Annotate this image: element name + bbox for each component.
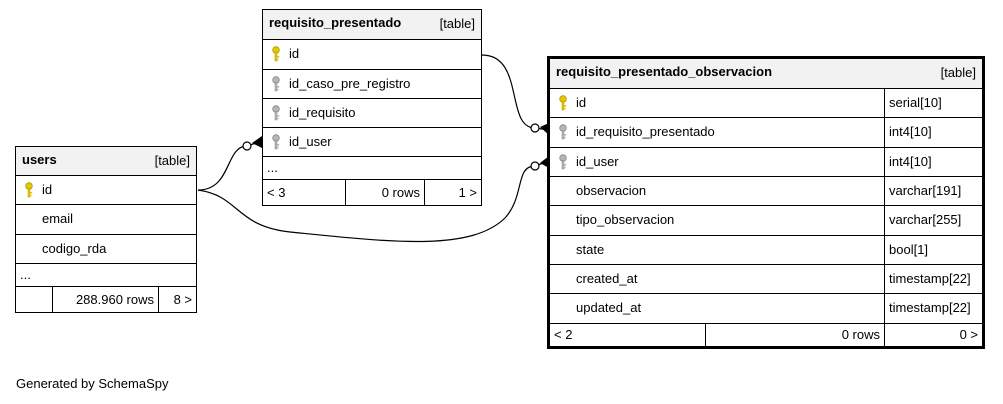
column-type: varchar[255]: [884, 206, 982, 235]
column-type: timestamp[22]: [884, 265, 982, 293]
generated-by-credit: Generated by SchemaSpy: [16, 376, 169, 391]
table-name: requisito_presentado_observacion: [556, 64, 773, 79]
table-requisito-presentado-observacion[interactable]: requisito_presentado_observacion [table]…: [547, 56, 985, 349]
footer-row-count: 0 rows: [345, 180, 424, 205]
relation-users-requisito-presentado: [197, 140, 263, 191]
table-type-tag: [table]: [154, 153, 190, 168]
column-row[interactable]: state bool[1]: [550, 236, 982, 265]
column-type: varchar[191]: [884, 177, 982, 205]
table-footer: < 3 0 rows 1 >: [263, 180, 481, 205]
foreign-key-icon: [272, 105, 280, 121]
column-name: id: [289, 46, 300, 61]
footer-children-link[interactable]: 1 >: [424, 180, 481, 205]
column-row[interactable]: observacion varchar[191]: [550, 177, 982, 206]
column-row[interactable]: id: [263, 40, 481, 70]
footer-children-link[interactable]: 0 >: [884, 324, 982, 346]
foreign-key-icon: [272, 134, 280, 150]
column-type: serial[10]: [884, 89, 982, 117]
table-name: requisito_presentado: [269, 15, 402, 30]
column-row[interactable]: email: [16, 205, 196, 235]
column-row[interactable]: created_at timestamp[22]: [550, 265, 982, 294]
more-columns-ellipsis: ...: [20, 267, 31, 282]
column-name: id_caso_pre_registro: [289, 76, 411, 91]
more-columns-row[interactable]: ...: [16, 264, 196, 287]
primary-key-icon: [272, 46, 280, 62]
relation-requisito-observacion: [481, 54, 550, 131]
column-row[interactable]: updated_at timestamp[22]: [550, 294, 982, 324]
column-name: updated_at: [576, 300, 642, 315]
column-row[interactable]: id_user int4[10]: [550, 148, 982, 177]
table-name: users: [22, 152, 57, 167]
relation-requisito-observacion-crowfoot: [540, 123, 549, 135]
relation-requisito-observacion-optional-end: [530, 123, 540, 133]
primary-key-icon: [25, 182, 33, 198]
footer-parents-link[interactable]: [16, 287, 52, 312]
footer-row-count: 288.960 rows: [52, 287, 158, 312]
column-name: tipo_observacion: [576, 212, 675, 227]
column-row[interactable]: id serial[10]: [550, 89, 982, 118]
column-name: id_requisito: [289, 105, 356, 120]
table-header[interactable]: requisito_presentado_observacion [table]: [550, 59, 982, 89]
column-type: int4[10]: [884, 148, 982, 176]
column-row[interactable]: codigo_rda: [16, 235, 196, 264]
column-row[interactable]: id: [16, 176, 196, 205]
footer-row-count: 0 rows: [705, 324, 884, 346]
column-type: timestamp[22]: [884, 294, 982, 323]
table-footer: 288.960 rows 8 >: [16, 287, 196, 312]
table-requisito-presentado[interactable]: requisito_presentado [table] id id_caso_…: [262, 9, 482, 206]
footer-parents-link[interactable]: < 2: [554, 327, 573, 342]
more-columns-ellipsis: ...: [267, 160, 278, 175]
column-name: observacion: [576, 183, 647, 198]
column-row[interactable]: id_requisito: [263, 99, 481, 128]
table-type-tag: [table]: [439, 16, 475, 31]
column-name: id_requisito_presentado: [576, 124, 715, 139]
relation-users-observacion-crowfoot: [540, 156, 549, 168]
column-name: email: [42, 211, 74, 226]
table-users[interactable]: users [table] id email codigo_rda ... 28…: [15, 146, 197, 313]
table-header[interactable]: users [table]: [16, 147, 196, 176]
relation-users-observacion-optional-end: [530, 161, 540, 171]
table-footer: < 2 0 rows 0 >: [550, 324, 982, 346]
relation-users-requisito-presentado-crowfoot: [252, 136, 262, 148]
foreign-key-icon: [272, 76, 280, 92]
column-name: created_at: [576, 271, 638, 286]
column-row[interactable]: id_user: [263, 128, 481, 157]
relation-users-requisito-presentado-optional-end: [242, 141, 252, 151]
primary-key-icon: [559, 95, 567, 111]
column-row[interactable]: id_requisito_presentado int4[10]: [550, 118, 982, 148]
footer-parents-link[interactable]: < 3: [267, 185, 286, 200]
column-type: bool[1]: [884, 236, 982, 264]
foreign-key-icon: [559, 124, 567, 140]
column-name: state: [576, 242, 605, 257]
column-name: id: [42, 182, 53, 197]
table-header[interactable]: requisito_presentado [table]: [263, 10, 481, 40]
column-name: id_user: [576, 154, 619, 169]
column-type: int4[10]: [884, 118, 982, 147]
column-row[interactable]: id_caso_pre_registro: [263, 70, 481, 99]
column-row[interactable]: tipo_observacion varchar[255]: [550, 206, 982, 236]
foreign-key-icon: [559, 154, 567, 170]
table-type-tag: [table]: [940, 65, 976, 80]
relation-users-observacion: [197, 160, 550, 243]
column-name: id_user: [289, 134, 332, 149]
column-name: codigo_rda: [42, 241, 107, 256]
more-columns-row[interactable]: ...: [263, 157, 481, 180]
footer-children-link[interactable]: 8 >: [158, 287, 196, 312]
column-name: id: [576, 95, 587, 110]
